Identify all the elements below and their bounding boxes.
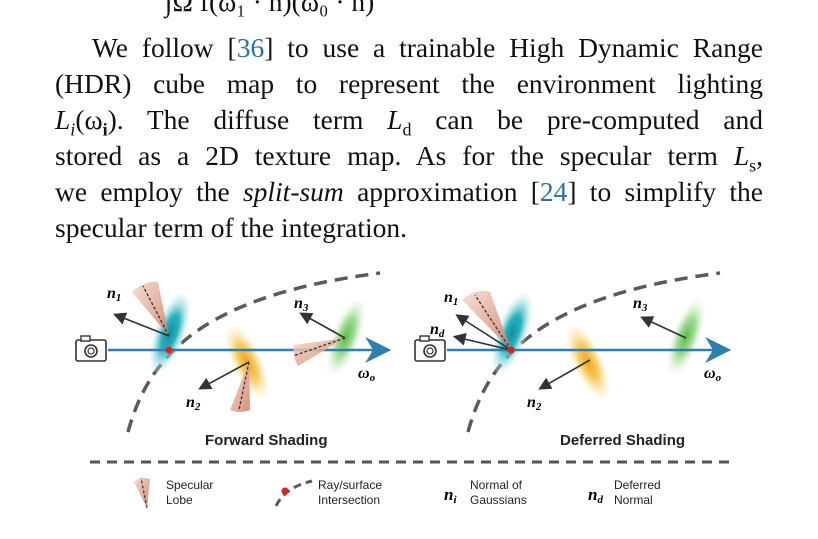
label-n1: n1 [107, 285, 121, 304]
label-n2: n2 [186, 394, 201, 413]
surface-curve-2 [466, 271, 721, 433]
normal-nd [452, 332, 512, 351]
line-5: we employ the split-sum approximation [2… [55, 176, 763, 207]
svg-text:Deferred: Deferred [614, 478, 661, 492]
legend-deferred-normal: nd Deferred Normal [588, 478, 661, 507]
svg-text:ni: ni [444, 485, 457, 506]
normal-n3 [299, 312, 346, 339]
citation-24[interactable]: 24 [539, 176, 568, 207]
label-wo: ωo [358, 365, 376, 384]
line-3: Li(ωi). The diffuse term Ld can be pre-c… [55, 104, 763, 140]
body-paragraph: We follow [36] to use a trainable High D… [55, 30, 763, 246]
svg-text:Normal of: Normal of [470, 478, 523, 492]
svg-text:Specular: Specular [166, 478, 213, 492]
label-n2-deferred: n2 [527, 394, 542, 413]
cyan-gaussian-2 [491, 293, 533, 373]
deferred-title: Deferred Shading [560, 432, 685, 449]
normal-n3-deferred [640, 316, 687, 339]
svg-text:Lobe: Lobe [166, 493, 193, 507]
normal-n1-deferred [455, 314, 512, 351]
citation-36[interactable]: 36 [236, 32, 265, 63]
normal-n2-deferred [538, 359, 591, 390]
svg-text:Ray/surface: Ray/surface [318, 478, 382, 492]
legend-ray-intersection: Ray/surface Intersection [274, 478, 382, 507]
legend: Specular Lobe Ray/surface Intersection n… [134, 477, 661, 509]
equation-fragment: ∫Ω f(ω₁ · n)(ω₀ · n) [165, 0, 375, 17]
forward-shading-panel: n1 n2 n3 ωo Forward Shading [75, 271, 392, 449]
svg-text:Intersection: Intersection [318, 493, 380, 507]
svg-text:nd: nd [588, 485, 603, 506]
line-2: (HDR) cube map to represent the environm… [55, 68, 763, 99]
legend-normal-gaussians: ni Normal of Gaussians [444, 478, 527, 507]
svg-text:Gaussians: Gaussians [470, 493, 527, 507]
line-1: We follow [36] to use a trainable High D… [92, 32, 764, 63]
forward-title: Forward Shading [205, 432, 328, 449]
intersection-point-2 [507, 346, 515, 354]
label-n1-deferred: n1 [444, 289, 458, 308]
camera-icon [75, 335, 107, 362]
line-6: specular term of the integration. [55, 212, 408, 243]
camera-icon-2 [414, 335, 446, 362]
specular-lobe-deferred [462, 291, 511, 350]
svg-text:Normal: Normal [614, 493, 653, 507]
normal-n1 [113, 312, 170, 337]
green-gaussian-2 [667, 299, 705, 375]
green-gaussian [327, 299, 365, 375]
deferred-shading-panel: n1 nd n2 n3 ωo Deferred Shading [414, 271, 732, 449]
yellow-gaussian [225, 325, 269, 399]
label-wo-deferred: ωo [704, 365, 722, 384]
specular-lobe-2 [230, 362, 250, 412]
label-n3-deferred: n3 [633, 295, 648, 314]
line-4: stored as a 2D texture map. As for the s… [55, 140, 763, 176]
ray-intersection-icon [274, 479, 313, 507]
cyan-gaussian [149, 293, 191, 373]
surface-curve [126, 271, 381, 433]
intersection-point [165, 346, 173, 354]
specular-lobe-1 [132, 281, 169, 336]
specular-lobe-3 [293, 338, 345, 366]
label-n3: n3 [294, 295, 309, 314]
normal-n2 [198, 361, 250, 390]
legend-specular-lobe: Specular Lobe [134, 477, 213, 509]
label-nd: nd [430, 321, 445, 340]
